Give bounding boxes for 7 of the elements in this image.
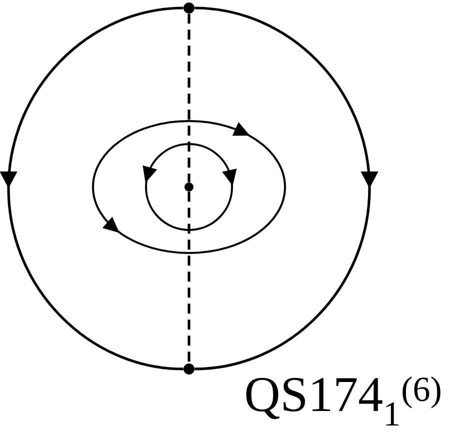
arc-arrow (194, 6, 378, 370)
dot (184, 182, 194, 192)
dashed-line (188, 14, 190, 182)
dot (184, 363, 194, 374)
dot (184, 2, 194, 14)
dashed-line (188, 192, 190, 364)
label-text: QS174$_{1}$(6) (246, 376, 440, 426)
